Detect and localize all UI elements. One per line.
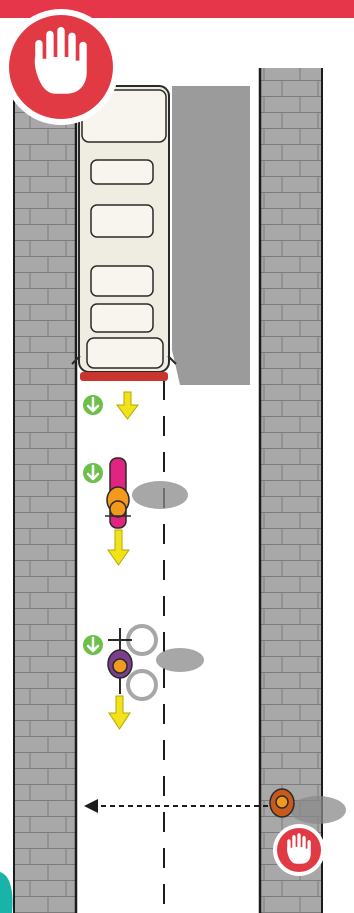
left-sidewalk	[14, 58, 76, 913]
bus	[72, 86, 176, 381]
pedestrian-shadow	[290, 796, 346, 824]
right-sidewalk	[260, 68, 322, 913]
bus-shadow	[172, 86, 250, 385]
bus-bumper	[80, 372, 168, 381]
scooter-shadow	[132, 481, 188, 509]
go-badge-bus	[82, 394, 104, 416]
stop-badge-small	[273, 824, 325, 876]
go-badge-bike	[82, 634, 104, 656]
go-badge-scooter	[82, 462, 104, 484]
pedestrian	[270, 789, 294, 817]
corner-decoration	[0, 872, 13, 913]
stop-badge-large	[3, 9, 119, 125]
